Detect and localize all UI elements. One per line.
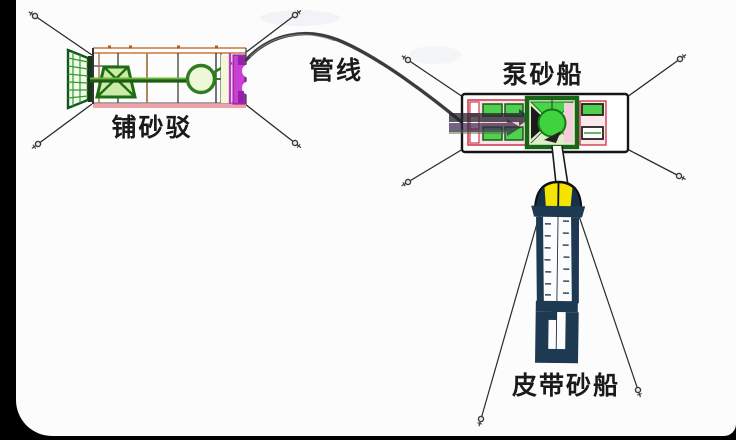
rail-cleat [177, 45, 180, 49]
mooring-line [244, 14, 296, 54]
pump-dark-vane-small [544, 131, 561, 143]
mooring-line [407, 59, 464, 98]
stern-detail [238, 91, 244, 103]
discharge-pipe [561, 145, 569, 186]
pipeline-highlight [249, 34, 336, 58]
hull-ladder-ticks [544, 220, 570, 296]
pump-boat-group: 泵砂船 [399, 51, 689, 189]
frame-cell [469, 101, 480, 115]
spreader-grid [67, 65, 89, 70]
pipeline-group: 管线 [244, 32, 466, 126]
suction-pipe-lower [449, 123, 507, 132]
rail-cleat [108, 45, 111, 49]
hull-stern-u [535, 311, 579, 364]
bow-dark-wedge [536, 186, 547, 211]
anchor-icon [675, 51, 689, 64]
scan-artifact [409, 46, 461, 64]
hull-centerline [555, 211, 559, 360]
anchor-icon [26, 9, 40, 21]
mooring-line [407, 148, 464, 183]
bow-dark-wedge [570, 187, 581, 212]
anchor-icon [29, 139, 43, 152]
suction-pipe-arrow [507, 119, 521, 136]
pipeline-label: 管线 [309, 56, 363, 85]
pump-boat-label: 泵砂船 [502, 60, 583, 89]
suction-pipe-shadow [449, 130, 509, 134]
stern-notch [242, 64, 254, 78]
mooring-line [34, 15, 93, 56]
anchor-icon [399, 177, 413, 189]
barge-label: 铺砂驳 [111, 113, 192, 142]
discharge-pipe [551, 145, 557, 185]
belt-boat-hull-group [531, 180, 586, 364]
hull-side-right [571, 217, 580, 304]
mooring-line [626, 58, 681, 98]
mooring-line [626, 148, 680, 177]
discharge-pipe-fill [552, 146, 568, 184]
paper-canvas [16, 0, 736, 436]
spreader-grid [67, 95, 89, 99]
pump-impeller-circle [537, 108, 567, 138]
stern-notch [242, 81, 254, 95]
mooring-line [480, 212, 541, 420]
equipment-box-green [581, 103, 604, 116]
suction-pipe [449, 113, 519, 122]
mooring-line [244, 103, 296, 144]
spreader-grid [67, 57, 89, 63]
stern-pale-strip [221, 55, 229, 103]
belt-boat-group: 皮带砂船 [475, 180, 644, 428]
rail-cleat [129, 45, 132, 49]
mooring-line [577, 212, 639, 391]
deck-band [531, 205, 586, 218]
stern-detail [238, 56, 244, 65]
spreader-grid [67, 81, 89, 84]
barge-group: 铺砂驳 [26, 7, 304, 152]
mooring-line [37, 103, 93, 145]
anchor-icon [290, 138, 304, 151]
hull-mid-band [535, 300, 578, 313]
anchor-icon [634, 386, 644, 399]
rail-cleat [215, 45, 218, 49]
barge-pump-circle [185, 63, 217, 95]
anchor-icon [674, 171, 688, 183]
anchor-icon [475, 415, 485, 428]
pump-pink-strip [564, 103, 573, 143]
belt-boat-label: 皮带砂船 [512, 371, 620, 400]
hull-side-left [536, 216, 544, 303]
spreader-grid [67, 73, 89, 77]
scan-artifact [260, 10, 340, 26]
